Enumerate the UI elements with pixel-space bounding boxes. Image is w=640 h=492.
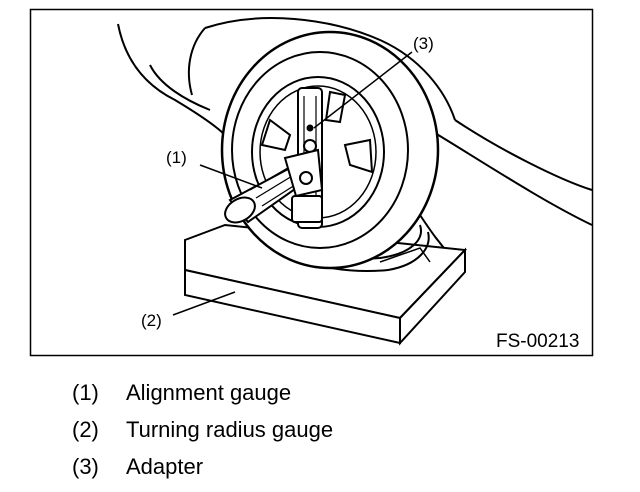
legend-item: (3) Adapter <box>72 454 333 491</box>
turning-radius-gauge <box>184 223 468 346</box>
alignment-diagram: (1) (2) (3) FS-00213 <box>29 8 594 357</box>
wheel <box>220 30 440 270</box>
legend-number: (3) <box>72 454 99 479</box>
leader-lines <box>172 51 413 316</box>
legend-number: (2) <box>72 417 99 442</box>
legend-item: (2) Turning radius gauge <box>72 417 333 454</box>
callout-2: (2) <box>141 311 162 330</box>
legend-number: (1) <box>72 380 99 405</box>
legend-text: Adapter <box>126 454 204 479</box>
figure-id: FS-00213 <box>496 331 579 352</box>
alignment-gauge <box>224 148 324 224</box>
legend-item: (1) Alignment gauge <box>72 380 333 417</box>
parts-legend: (1) Alignment gauge (2) Turning radius g… <box>72 380 333 491</box>
callout-3: (3) <box>413 34 434 53</box>
callout-1: (1) <box>166 148 187 167</box>
legend-text: Alignment gauge <box>126 380 292 405</box>
legend-text: Turning radius gauge <box>126 417 334 442</box>
